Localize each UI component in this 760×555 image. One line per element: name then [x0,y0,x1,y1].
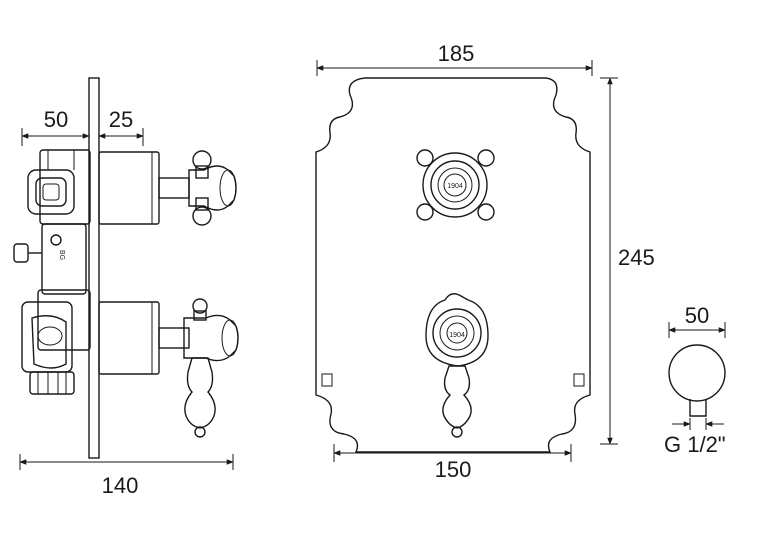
dim-front-height-label: 245 [618,245,655,270]
outlet-view: 50 G 1/2" [664,303,726,457]
dim-front-height: 245 [600,77,655,445]
dim-front-width-top-label: 185 [438,41,475,66]
dim-side-depth: 50 [21,107,90,146]
lower-lever-handle [98,298,239,438]
lower-valve-body [21,289,91,395]
dim-side-handle: 25 [98,107,144,146]
dim-side-total: 140 [19,454,234,498]
dim-side-handle-label: 25 [109,107,133,132]
dim-side-depth-label: 50 [44,107,68,132]
body-logo-text: BG [58,250,65,260]
upper-valve-body: BG [13,149,91,295]
wall-plate [88,77,100,459]
dim-front-width-bottom-label: 150 [435,457,472,482]
side-view: BG [13,77,239,498]
front-view: 1904 1904 185 245 [315,41,655,482]
outlet-circle [668,344,726,402]
dim-front-width-bottom: 150 [333,444,572,482]
dim-outlet-thread: G 1/2" [664,418,726,457]
upper-cross-handle [98,150,237,226]
front-cross-handle: 1904 [416,149,495,221]
dim-outlet-diameter: 50 [668,303,726,338]
dim-front-width-top: 185 [316,41,593,76]
dim-outlet-diameter-label: 50 [685,303,709,328]
faceplate-outline [315,77,591,453]
front-lever-text: 1904 [449,332,465,339]
dim-side-total-label: 140 [102,473,139,498]
front-cross-text: 1904 [447,183,463,190]
front-lever-handle: 1904 [425,293,489,438]
dim-outlet-thread-label: G 1/2" [664,432,726,457]
